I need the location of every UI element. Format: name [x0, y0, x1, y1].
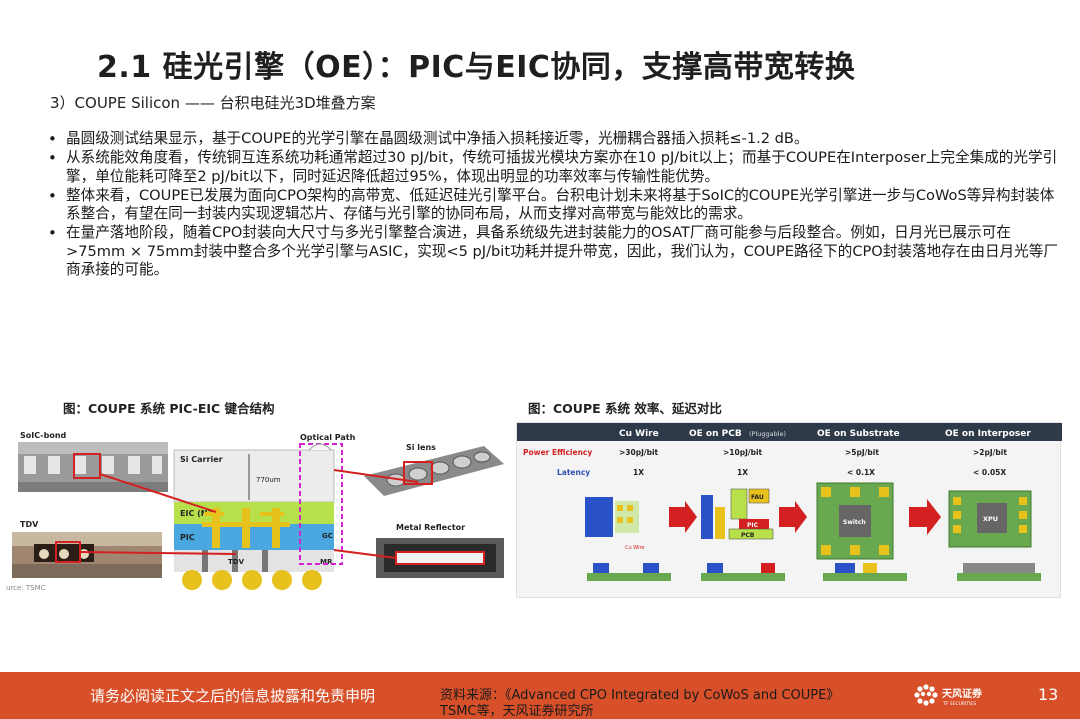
- latency-oe-interposer: < 0.05X: [973, 468, 1006, 477]
- row-latency-label: Latency: [557, 468, 590, 477]
- figure-left-caption: 图：COUPE 系统 PIC-EIC 键合结构: [63, 401, 275, 416]
- comparison-header-bar: [517, 423, 1062, 441]
- arrow-2: [779, 501, 807, 533]
- label-optical-path: Optical Path: [300, 433, 356, 442]
- label-tdv-mid: TDV: [228, 558, 245, 566]
- label-si-carrier: Si Carrier: [180, 455, 223, 464]
- stage-oe-pcb: FAU PIC PCB: [701, 488, 774, 540]
- solder-balls: [182, 570, 322, 590]
- footer-bar: [0, 672, 1080, 719]
- bullet-item: 晶圆级测试结果显示，基于COUPE的光学引擎在晶圆级测试中净插入损耗接近零，光栅…: [46, 130, 1066, 149]
- label-mr: MR: [320, 558, 333, 566]
- footer-source-line-2: TSMC等，天风证券研究所: [440, 704, 594, 719]
- page-subtitle: 3）COUPE Silicon —— 台积电硅光3D堆叠方案: [50, 94, 376, 112]
- latency-oe-pcb: 1X: [737, 468, 748, 477]
- tdv-layer: [174, 550, 334, 572]
- label-metal-reflector: Metal Reflector: [396, 523, 465, 532]
- label-thickness: 770um: [256, 476, 281, 484]
- arrow-3: [909, 499, 941, 535]
- label-fau: FAU: [751, 494, 764, 501]
- label-eic: EIC (N7): [180, 509, 217, 518]
- col-oe-pcb-note: (Pluggable): [749, 430, 786, 438]
- company-logo: 天风证券 TF SECURITIES: [912, 683, 1002, 709]
- bullet-item: 整体来看，COUPE已发展为面向CPO架构的高带宽、低延迟硅光引擎平台。台积电计…: [46, 187, 1066, 224]
- col-oe-substrate: OE on Substrate: [817, 429, 900, 439]
- efficiency-latency-figure: Cu Wire OE on PCB (Pluggable) OE on Subs…: [516, 422, 1062, 598]
- logo-subtext: TF SECURITIES: [942, 701, 976, 707]
- col-oe-pcb: OE on PCB: [689, 429, 742, 439]
- label-pic-diagram: PIC: [747, 522, 759, 529]
- label-cu-wire-diagram: Cu Wire: [625, 545, 645, 551]
- page-number: 13: [1038, 685, 1059, 704]
- row-power-label: Power Efficiency: [523, 448, 592, 457]
- logo-text: 天风证券: [942, 687, 983, 700]
- pic-layer: [174, 524, 334, 550]
- label-tdv-left: TDV: [20, 520, 39, 529]
- latency-oe-substrate: < 0.1X: [847, 468, 875, 477]
- efficiency-latency-diagram: Cu Wire OE on PCB (Pluggable) OE on Subs…: [517, 423, 1062, 581]
- page-title: 2.1 硅光引擎（OE）：PIC与EIC协同，支撑高带宽转换: [97, 50, 856, 85]
- footer-source-line-1: 资料来源：《Advanced CPO Integrated by CoWoS a…: [440, 688, 840, 703]
- arrow-1: [669, 501, 697, 533]
- si-carrier: [173, 449, 335, 503]
- label-pcb: PCB: [741, 532, 755, 539]
- side-views: [587, 563, 1041, 581]
- label-gc: GC: [322, 532, 333, 540]
- stage-oe-substrate: Switch: [816, 482, 894, 560]
- power-oe-interposer: >2pJ/bit: [973, 448, 1007, 457]
- footer-disclaimer: 请务必阅读正文之后的信息披露和免责申明: [90, 687, 376, 705]
- label-si-lens: Si lens: [406, 443, 436, 452]
- label-pic: PIC: [180, 533, 195, 542]
- interconnect-bumps: [202, 508, 290, 548]
- pointer-arrows: [79, 469, 419, 559]
- pic-eic-structure-diagram: SoIC-bond TDV urce: TSMC Si Carrier 770u…: [6, 431, 504, 592]
- latency-cu-wire: 1X: [633, 468, 644, 477]
- figure-source-label: urce: TSMC: [6, 584, 46, 592]
- label-xpu: XPU: [983, 515, 998, 523]
- bullet-item: 从系统能效角度看，传统铜互连系统功耗通常超过30 pJ/bit，传统可插拔光模块…: [46, 149, 1066, 186]
- bullet-item: 在量产落地阶段，随着CPO封装向大尺寸与多光引擎整合演进，具备系统级先进封装能力…: [46, 224, 1066, 279]
- bullet-list: 晶圆级测试结果显示，基于COUPE的光学引擎在晶圆级测试中净插入损耗接近零，光栅…: [46, 130, 1066, 280]
- col-cu-wire: Cu Wire: [619, 429, 659, 439]
- power-oe-pcb: >10pJ/bit: [723, 448, 763, 457]
- footer-source: 资料来源：《Advanced CPO Integrated by CoWoS a…: [440, 688, 910, 719]
- stage-cu-wire: Cu Wire: [585, 497, 645, 551]
- figure-right-caption: 图：COUPE 系统 效率、延迟对比: [528, 401, 722, 416]
- power-cu-wire: >30pJ/bit: [619, 448, 659, 457]
- label-switch: Switch: [843, 519, 866, 526]
- label-soic-bond: SoIC-bond: [20, 431, 67, 440]
- pic-eic-structure-figure: SoIC-bond TDV urce: TSMC Si Carrier 770u…: [4, 426, 509, 596]
- col-oe-interposer: OE on Interposer: [945, 429, 1031, 439]
- logo-mark-icon: 天风证券 TF SECURITIES: [914, 684, 983, 707]
- power-oe-substrate: >5pJ/bit: [845, 448, 879, 457]
- stage-oe-interposer: XPU: [948, 490, 1032, 548]
- highlight-box: [73, 453, 101, 479]
